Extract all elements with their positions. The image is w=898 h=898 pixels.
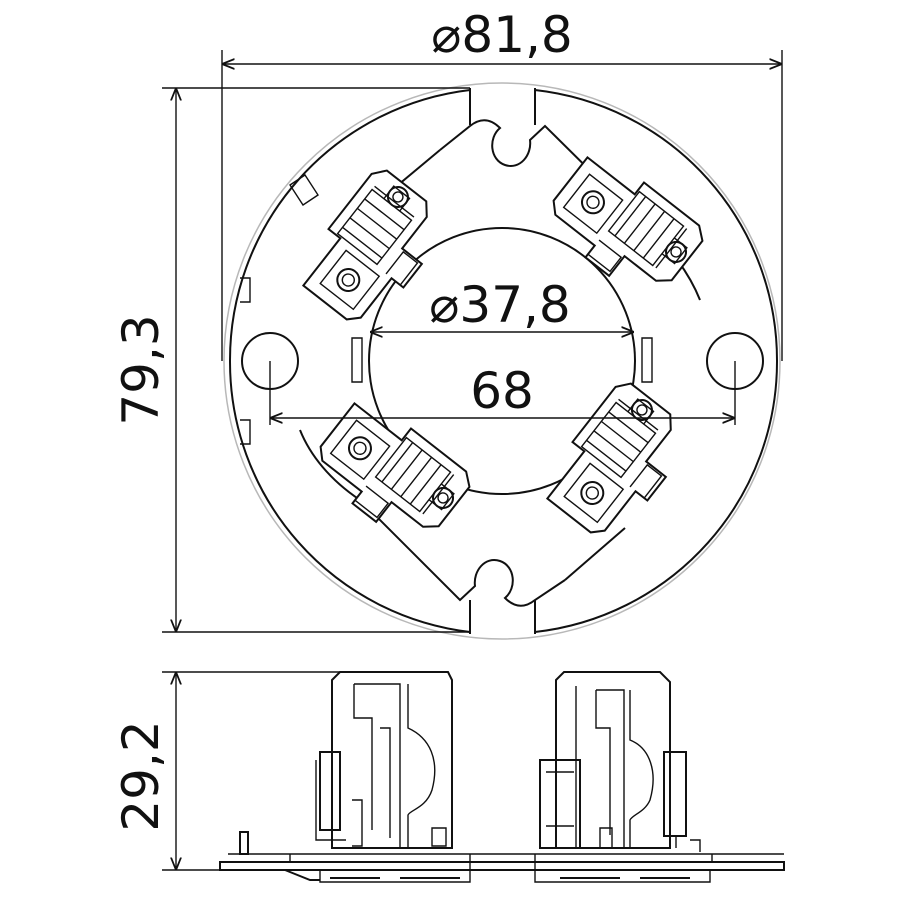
holder-bottom-right	[534, 376, 699, 549]
label-height-side: 29,2	[112, 720, 170, 831]
base-plate-outline	[228, 88, 779, 634]
top-slot	[469, 88, 536, 125]
side-holder-right	[539, 671, 701, 852]
bottom-slot	[469, 600, 536, 634]
center-bore	[368, 227, 636, 495]
outer-circle-ghost	[223, 82, 781, 640]
extension-lines	[162, 50, 783, 633]
side-base-plate	[219, 861, 785, 871]
label-hole-spacing: 68	[470, 362, 534, 420]
side-holder-left	[315, 671, 453, 849]
label-inner-diameter: ⌀37,8	[429, 276, 570, 334]
top-view: ⌀81,8 ⌀37,8 68 79,3	[112, 6, 783, 640]
label-height-top: 79,3	[112, 314, 170, 425]
perimeter-tabs	[240, 174, 653, 445]
side-view: 29,2	[112, 671, 785, 883]
label-outer-diameter: ⌀81,8	[431, 6, 572, 64]
